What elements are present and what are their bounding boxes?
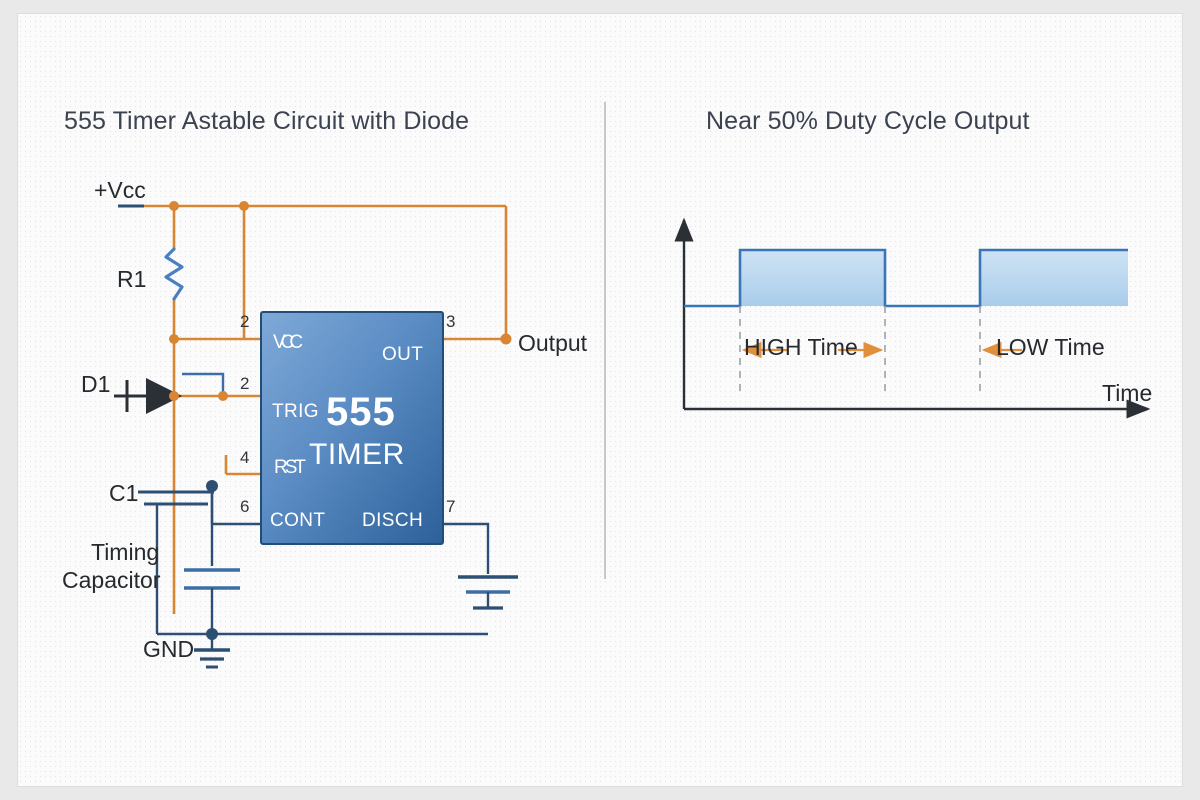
timing-capacitor-caption-line1: Timing bbox=[91, 539, 160, 565]
circuit-schematic bbox=[114, 201, 518, 669]
junction-dot bbox=[169, 201, 179, 211]
resistor-r1-symbol bbox=[164, 247, 184, 301]
low-time-annotation: LOW Time bbox=[996, 334, 1105, 360]
junction-dot bbox=[169, 391, 179, 401]
ic-pin-label-rst: RST bbox=[274, 457, 306, 478]
diode-d1-symbol bbox=[146, 378, 182, 414]
high-time-annotation: HIGH Time bbox=[744, 334, 858, 360]
waveform-pulse-2-fill bbox=[980, 250, 1128, 306]
resistor-r1-label: R1 bbox=[117, 266, 147, 292]
timing-capacitor-caption-line2: Capacitor bbox=[62, 567, 161, 593]
junction-dot bbox=[206, 480, 218, 492]
pin-number-vcc: 2 bbox=[240, 312, 250, 331]
waveform-pulse-1-fill bbox=[740, 250, 885, 306]
wire-diode-bypass bbox=[182, 372, 225, 396]
output-terminal-dot bbox=[500, 333, 512, 345]
output-label: Output bbox=[518, 330, 588, 356]
ic-part-number: 555 bbox=[326, 390, 396, 434]
junction-dot bbox=[218, 391, 228, 401]
waveform-trace bbox=[684, 248, 1128, 308]
ic-pin-label-vcc: VCC bbox=[273, 332, 303, 353]
junction-dot bbox=[206, 628, 218, 640]
ic-part-word: TIMER bbox=[309, 438, 405, 471]
pin-number-disch: 7 bbox=[446, 497, 456, 516]
diode-d1-label: D1 bbox=[81, 371, 111, 397]
pin-number-rst: 4 bbox=[240, 448, 250, 467]
pin-number-cont: 6 bbox=[240, 497, 250, 516]
junction-dot bbox=[239, 201, 249, 211]
supply-label: +Vcc bbox=[94, 177, 146, 203]
chart-x-axis-label: Time bbox=[1102, 380, 1153, 406]
waveform-chart bbox=[674, 217, 1151, 419]
ic-pin-label-cont: CONT bbox=[270, 510, 326, 531]
diagram-vector-layer bbox=[114, 102, 1151, 669]
ic-pin-label-trig: TRIG bbox=[272, 401, 319, 422]
ic-pin-label-out: OUT bbox=[382, 344, 424, 365]
pin-number-out: 3 bbox=[446, 312, 456, 331]
ground-label: GND bbox=[143, 636, 195, 662]
wire-pin7-disch bbox=[443, 522, 490, 574]
junction-dot bbox=[169, 334, 179, 344]
left-panel-title: 555 Timer Astable Circuit with Diode bbox=[64, 107, 470, 135]
slide-canvas: 555 Timer Astable Circuit with Diode Nea… bbox=[18, 14, 1182, 786]
ic-pin-label-disch: DISCH bbox=[362, 510, 424, 531]
capacitor-c1-label: C1 bbox=[109, 480, 139, 506]
right-panel-title: Near 50% Duty Cycle Output bbox=[706, 107, 1030, 135]
ic-555-body bbox=[260, 311, 444, 545]
pin-number-trig: 2 bbox=[240, 374, 250, 393]
